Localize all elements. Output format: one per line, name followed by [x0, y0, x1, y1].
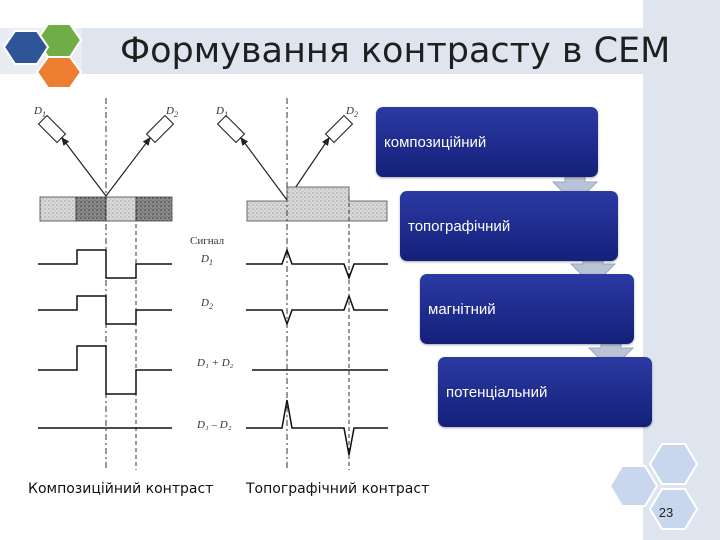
- flow-step-composition-label: композиційний: [384, 134, 487, 151]
- caption-composition-contrast: Композиційний контраст: [28, 481, 214, 497]
- row-diff-label: D₁ – D₂: [196, 419, 232, 431]
- row-d1-label: D1: [200, 253, 213, 267]
- hex-decor-2: [608, 465, 659, 507]
- hex-decor-3: [648, 488, 699, 530]
- title-bar: [0, 28, 644, 74]
- detector-d2-left-label: D2: [165, 105, 178, 119]
- hex-decor-1: [648, 443, 699, 485]
- signal-label: Сигнал: [190, 235, 225, 247]
- hex-logo-orange: [35, 56, 83, 89]
- hex-logo-blue: [2, 30, 50, 65]
- flow-step-magnetic: магнітний: [420, 274, 634, 344]
- caption-topographic-contrast: Топографічний контраст: [246, 481, 430, 497]
- detector-d2-left: [145, 114, 175, 144]
- detector-d1-right: [216, 114, 246, 144]
- detector-d2-right: [324, 114, 354, 144]
- slide-number: 23: [658, 505, 674, 520]
- detector-d1-left: [37, 114, 67, 144]
- flow-step-magnetic-label: магнітний: [428, 301, 496, 318]
- flow-step-topography-label: топографічний: [408, 218, 511, 235]
- flow-step-potential: потенціальний: [438, 357, 652, 427]
- slide-title: Формування контрасту в СЕМ: [120, 31, 671, 71]
- flow-step-composition: композиційний: [376, 107, 598, 177]
- detector-d1-right-label: D1: [215, 105, 228, 119]
- flow-step-potential-label: потенціальний: [446, 384, 548, 401]
- left-panel: D1 D2: [33, 98, 178, 470]
- row-d2-label: D2: [200, 297, 213, 311]
- right-panel: D1 D2: [215, 98, 388, 470]
- row-labels: Сигнал D1 D2 D₁ + D₂ D₁ – D₂: [190, 235, 234, 431]
- row-sum-label: D₁ + D₂: [196, 357, 234, 369]
- flow-step-topography: топографічний: [400, 191, 618, 261]
- detector-d1-left-label: D1: [33, 105, 46, 119]
- detector-d2-right-label: D2: [345, 105, 358, 119]
